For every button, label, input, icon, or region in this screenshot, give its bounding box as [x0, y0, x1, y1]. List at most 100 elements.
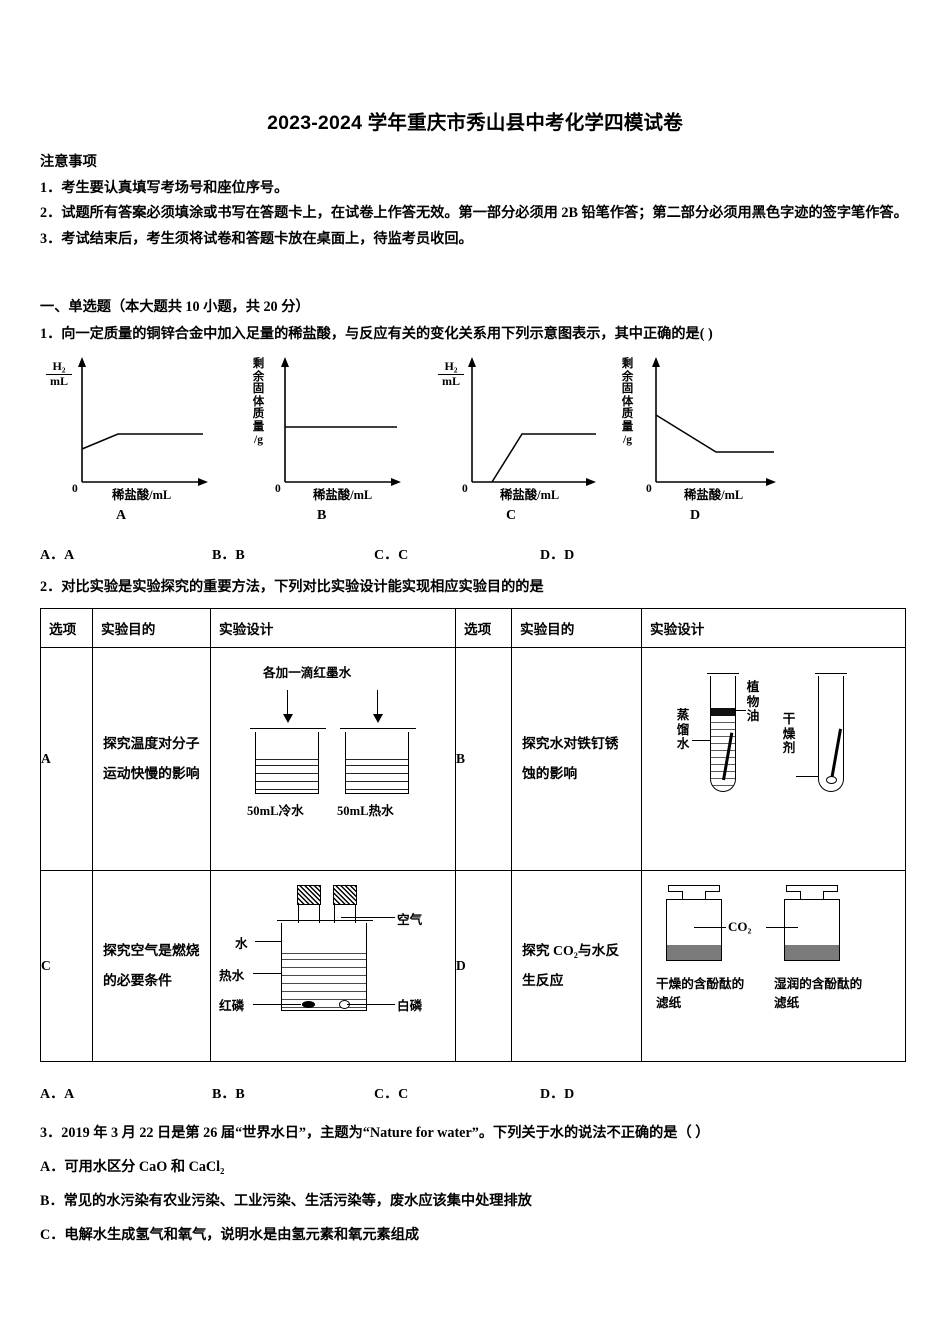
test-tube-distilled-water	[707, 673, 739, 792]
question-1-options: A．A B．B C．C D．D	[40, 544, 920, 564]
notice-heading: 注意事项	[40, 154, 97, 170]
drying-agent-label: 干燥剂	[782, 712, 796, 755]
graph-a-y-numerator: H₂	[52, 359, 66, 373]
leader-line-co2-left	[694, 927, 726, 928]
test-tube-drying-agent	[815, 673, 847, 792]
q3-option-b[interactable]: B．常见的水污染有农业污染、工业污染、生活污染等，废水应该集中处理排放	[40, 1193, 532, 1209]
red-phosphorus-sample	[302, 1001, 315, 1008]
question-1-stem: 1．向一定质量的铜锌合金中加入足量的稀盐酸，与反应有关的变化关系用下列示意图表示…	[40, 326, 713, 342]
graph-c-y-label: H₂ mL	[434, 360, 468, 387]
question-2-options: A．A B．B C．C D．D	[40, 1083, 920, 1103]
white-phosphorus-label: 白磷	[397, 999, 423, 1013]
graph-b-svg	[281, 357, 401, 486]
graph-d-x-label: 稀盐酸/mL	[684, 488, 744, 502]
beaker-hot-water	[340, 728, 416, 794]
leader-line-air	[341, 917, 395, 918]
graph-b-caption: B	[317, 508, 327, 523]
air-label: 空气	[397, 913, 423, 927]
page-title: 2023-2024 学年重庆市秀山县中考化学四模试卷	[267, 112, 683, 134]
notice-item-3: 3．考试结束后，考生须将试卷和答题卡放在桌面上，待监考员收回。	[40, 230, 473, 247]
row-a-purpose: 探究温度对分子运动快慢的影响	[92, 647, 211, 871]
graph-a-caption: A	[116, 508, 127, 523]
header-purpose-right: 实验目的	[511, 608, 642, 648]
row-b-design: 蒸馏水 植物油 干燥剂	[641, 647, 906, 871]
table-header-row: 选项 实验目的 实验设计 选项 实验目的 实验设计	[40, 608, 906, 648]
stopper-left	[297, 885, 321, 905]
leader-line-hot-water	[253, 973, 281, 974]
leader-line-drying-agent	[796, 776, 818, 777]
q1-option-c[interactable]: C．C	[374, 548, 409, 563]
co2-label: CO₂	[728, 919, 752, 934]
q2-option-d[interactable]: D．D	[540, 1087, 575, 1102]
row-d-design: CO₂ 干燥的含酚酞的滤纸 湿润的含酚酞的滤纸	[641, 870, 906, 1062]
gas-bottle-dry	[666, 885, 722, 961]
question-1-graphs: H₂ mL 0 稀盐酸/mL A 剩余固体质量/g 0 稀盐酸/mL B	[40, 352, 920, 534]
leader-line-water	[255, 941, 281, 942]
row-c-design: 水 热水 红磷 空气 白磷	[210, 870, 456, 1062]
row-a-option: A	[40, 647, 93, 871]
graph-c-y-denominator: mL	[442, 373, 460, 388]
beaker-hot-water-bath	[277, 920, 373, 1011]
leader-line-co2-right	[766, 927, 798, 928]
q3-option-c[interactable]: C．电解水生成氢气和氧气，说明水是由氢元素和氧元素组成	[40, 1227, 420, 1243]
graph-c-y-numerator: H₂	[444, 359, 458, 373]
leader-line-white-phosphorus	[347, 1004, 395, 1005]
ink-drop-label: 各加一滴红墨水	[263, 666, 352, 680]
graph-a-y-denominator: mL	[50, 373, 68, 388]
row-c-option: C	[40, 870, 93, 1062]
graph-c-caption: C	[506, 508, 517, 523]
q1-option-a[interactable]: A．A	[40, 548, 75, 563]
leader-line-distilled-water	[692, 740, 710, 741]
moist-filter-paper-label: 湿润的含酚酞的滤纸	[774, 977, 863, 1010]
comparison-experiment-table: 选项 实验目的 实验设计 选项 实验目的 实验设计 A 探究温度对分子运动快慢的…	[40, 608, 906, 1062]
fraction-bar	[46, 373, 72, 375]
row-b-option: B	[455, 647, 512, 871]
question-3-stem: 3．2019 年 3 月 22 日是第 26 届“世界水日”，主题为“Natur…	[40, 1125, 710, 1141]
q1-option-d[interactable]: D．D	[540, 548, 575, 563]
graph-c-x-label: 稀盐酸/mL	[500, 488, 560, 502]
graph-d-svg	[652, 357, 776, 486]
figure-combustion-conditions: 水 热水 红磷 空气 白磷	[211, 871, 455, 1061]
notice-block: 注意事项 1．考生要认真填写考场号和座位序号。 2．试题所有答案必须填涂或书写在…	[40, 150, 912, 252]
gas-bottle-moist	[784, 885, 840, 961]
q2-option-b[interactable]: B．B	[212, 1087, 245, 1102]
q3-option-a[interactable]: A．可用水区分 CaO 和 CaCl₂	[40, 1159, 225, 1175]
stopper-right	[333, 885, 357, 905]
graph-c: H₂ mL 0 稀盐酸/mL C	[430, 352, 640, 534]
figure-ink-diffusion: 各加一滴红墨水 50mL冷水 50mL热水	[211, 648, 455, 870]
q2-option-c[interactable]: C．C	[374, 1087, 409, 1102]
graph-a-origin: 0	[72, 483, 78, 495]
row-b-purpose: 探究水对铁钉锈蚀的影响	[511, 647, 642, 871]
graph-d-origin: 0	[646, 483, 652, 495]
red-phosphorus-label: 红磷	[219, 999, 245, 1013]
graph-d-y-label: 剩余固体质量/g	[621, 358, 634, 446]
hot-water-label: 热水	[219, 969, 245, 983]
graph-a-svg	[78, 357, 208, 486]
q1-option-b[interactable]: B．B	[212, 548, 245, 563]
water-label: 水	[235, 937, 248, 951]
question-2-stem: 2．对比实验是实验探究的重要方法，下列对比实验设计能实现相应实验目的的是	[40, 579, 544, 595]
graph-d-caption: D	[690, 508, 701, 523]
header-design-left: 实验设计	[210, 608, 456, 648]
distilled-water-label: 蒸馏水	[676, 708, 690, 751]
row-a-design: 各加一滴红墨水 50mL冷水 50mL热水	[210, 647, 456, 871]
beaker-hot-label: 50mL热水	[337, 804, 394, 818]
row-c-purpose: 探究空气是燃烧的必要条件	[92, 870, 211, 1062]
graph-a-x-label: 稀盐酸/mL	[112, 488, 172, 502]
header-design-right: 实验设计	[641, 608, 906, 648]
beaker-cold-water	[250, 728, 326, 794]
figure-co2-water-reaction: CO₂ 干燥的含酚酞的滤纸 湿润的含酚酞的滤纸	[642, 871, 905, 1061]
table-row: A 探究温度对分子运动快慢的影响 各加一滴红墨水	[40, 647, 906, 871]
graph-c-svg	[468, 357, 596, 486]
q2-option-a[interactable]: A．A	[40, 1087, 75, 1102]
leader-line-vegetable-oil	[732, 710, 746, 711]
graph-b: 剩余固体质量/g 0 稀盐酸/mL B	[245, 352, 455, 534]
dry-filter-paper-label: 干燥的含酚酞的滤纸	[656, 977, 745, 1010]
notice-item-2: 2．试题所有答案必须填涂或书写在答题卡上，在试卷上作答无效。第一部分必须用 2B…	[40, 205, 908, 221]
row-d-purpose: 探究 CO₂与水反生反应	[511, 870, 642, 1062]
header-option-left: 选项	[40, 608, 93, 648]
header-purpose-left: 实验目的	[92, 608, 211, 648]
graph-d: 剩余固体质量/g 0 稀盐酸/mL D	[610, 352, 820, 534]
row-d-option: D	[455, 870, 512, 1062]
